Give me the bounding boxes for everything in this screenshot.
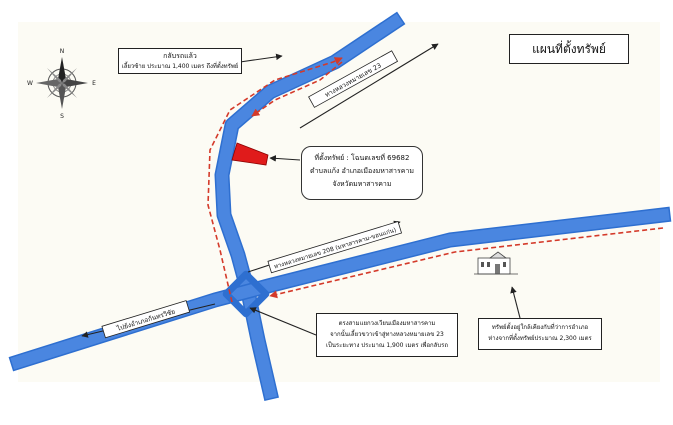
- landmark-note-line1: ทรัพย์ตั้งอยู่ใกล้เคียงกับที่ว่าการอำเภอ: [491, 324, 589, 331]
- property-note-box: ที่ตั้งทรัพย์ : โฉนดเลขที่ 69682 ตำบลแก้…: [301, 146, 423, 200]
- district-office-icon: [474, 251, 518, 275]
- property-parcel: [231, 142, 269, 166]
- landmark-note-line2: ห่างจากที่ตั้งทรัพย์ประมาณ 2,300 เมตร: [488, 335, 592, 342]
- junction-note-line1: ตรงสามแยกวงเวียนเมืองมหาสารคาม: [338, 320, 436, 327]
- compass-n: N: [60, 48, 65, 55]
- turn-note-line2: เลี้ยวซ้าย ประมาณ 1,400 เมตร ถึงที่ตั้งท…: [121, 63, 239, 70]
- route-path: [207, 57, 664, 303]
- compass-e: E: [92, 80, 96, 87]
- property-note-line1: ที่ตั้งทรัพย์ : โฉนดเลขที่ 69682: [314, 154, 410, 162]
- property-note-line3: จังหวัดมหาสารคาม: [332, 180, 392, 188]
- junction-note-line2: จากนั้นเลี้ยวขวาเข้าสู่ทางหลวงหมายเลข 23: [330, 331, 444, 338]
- turn-note-line1: กลับรถแล้ว: [163, 52, 197, 60]
- compass-w: W: [27, 80, 33, 87]
- property-note-line2: ตำบลแก้ง อำเภอเมืองมหาสารคาม: [310, 167, 414, 175]
- junction-note-box: ตรงสามแยกวงเวียนเมืองมหาสารคาม จากนั้นเล…: [316, 313, 458, 357]
- page-title: แผนที่ตั้งทรัพย์: [532, 42, 606, 56]
- roundabout: [222, 270, 270, 318]
- compass-rose: N S E W: [27, 48, 96, 120]
- compass-s: S: [60, 113, 64, 120]
- title-box: แผนที่ตั้งทรัพย์: [509, 34, 629, 64]
- turn-note-box: กลับรถแล้ว เลี้ยวซ้าย ประมาณ 1,400 เมตร …: [118, 48, 242, 74]
- landmark-note-box: ทรัพย์ตั้งอยู่ใกล้เคียงกับที่ว่าการอำเภอ…: [478, 318, 602, 350]
- junction-note-line3: เป็นระยะทาง ประมาณ 1,900 เมตร เพื่อกลับร…: [325, 342, 449, 349]
